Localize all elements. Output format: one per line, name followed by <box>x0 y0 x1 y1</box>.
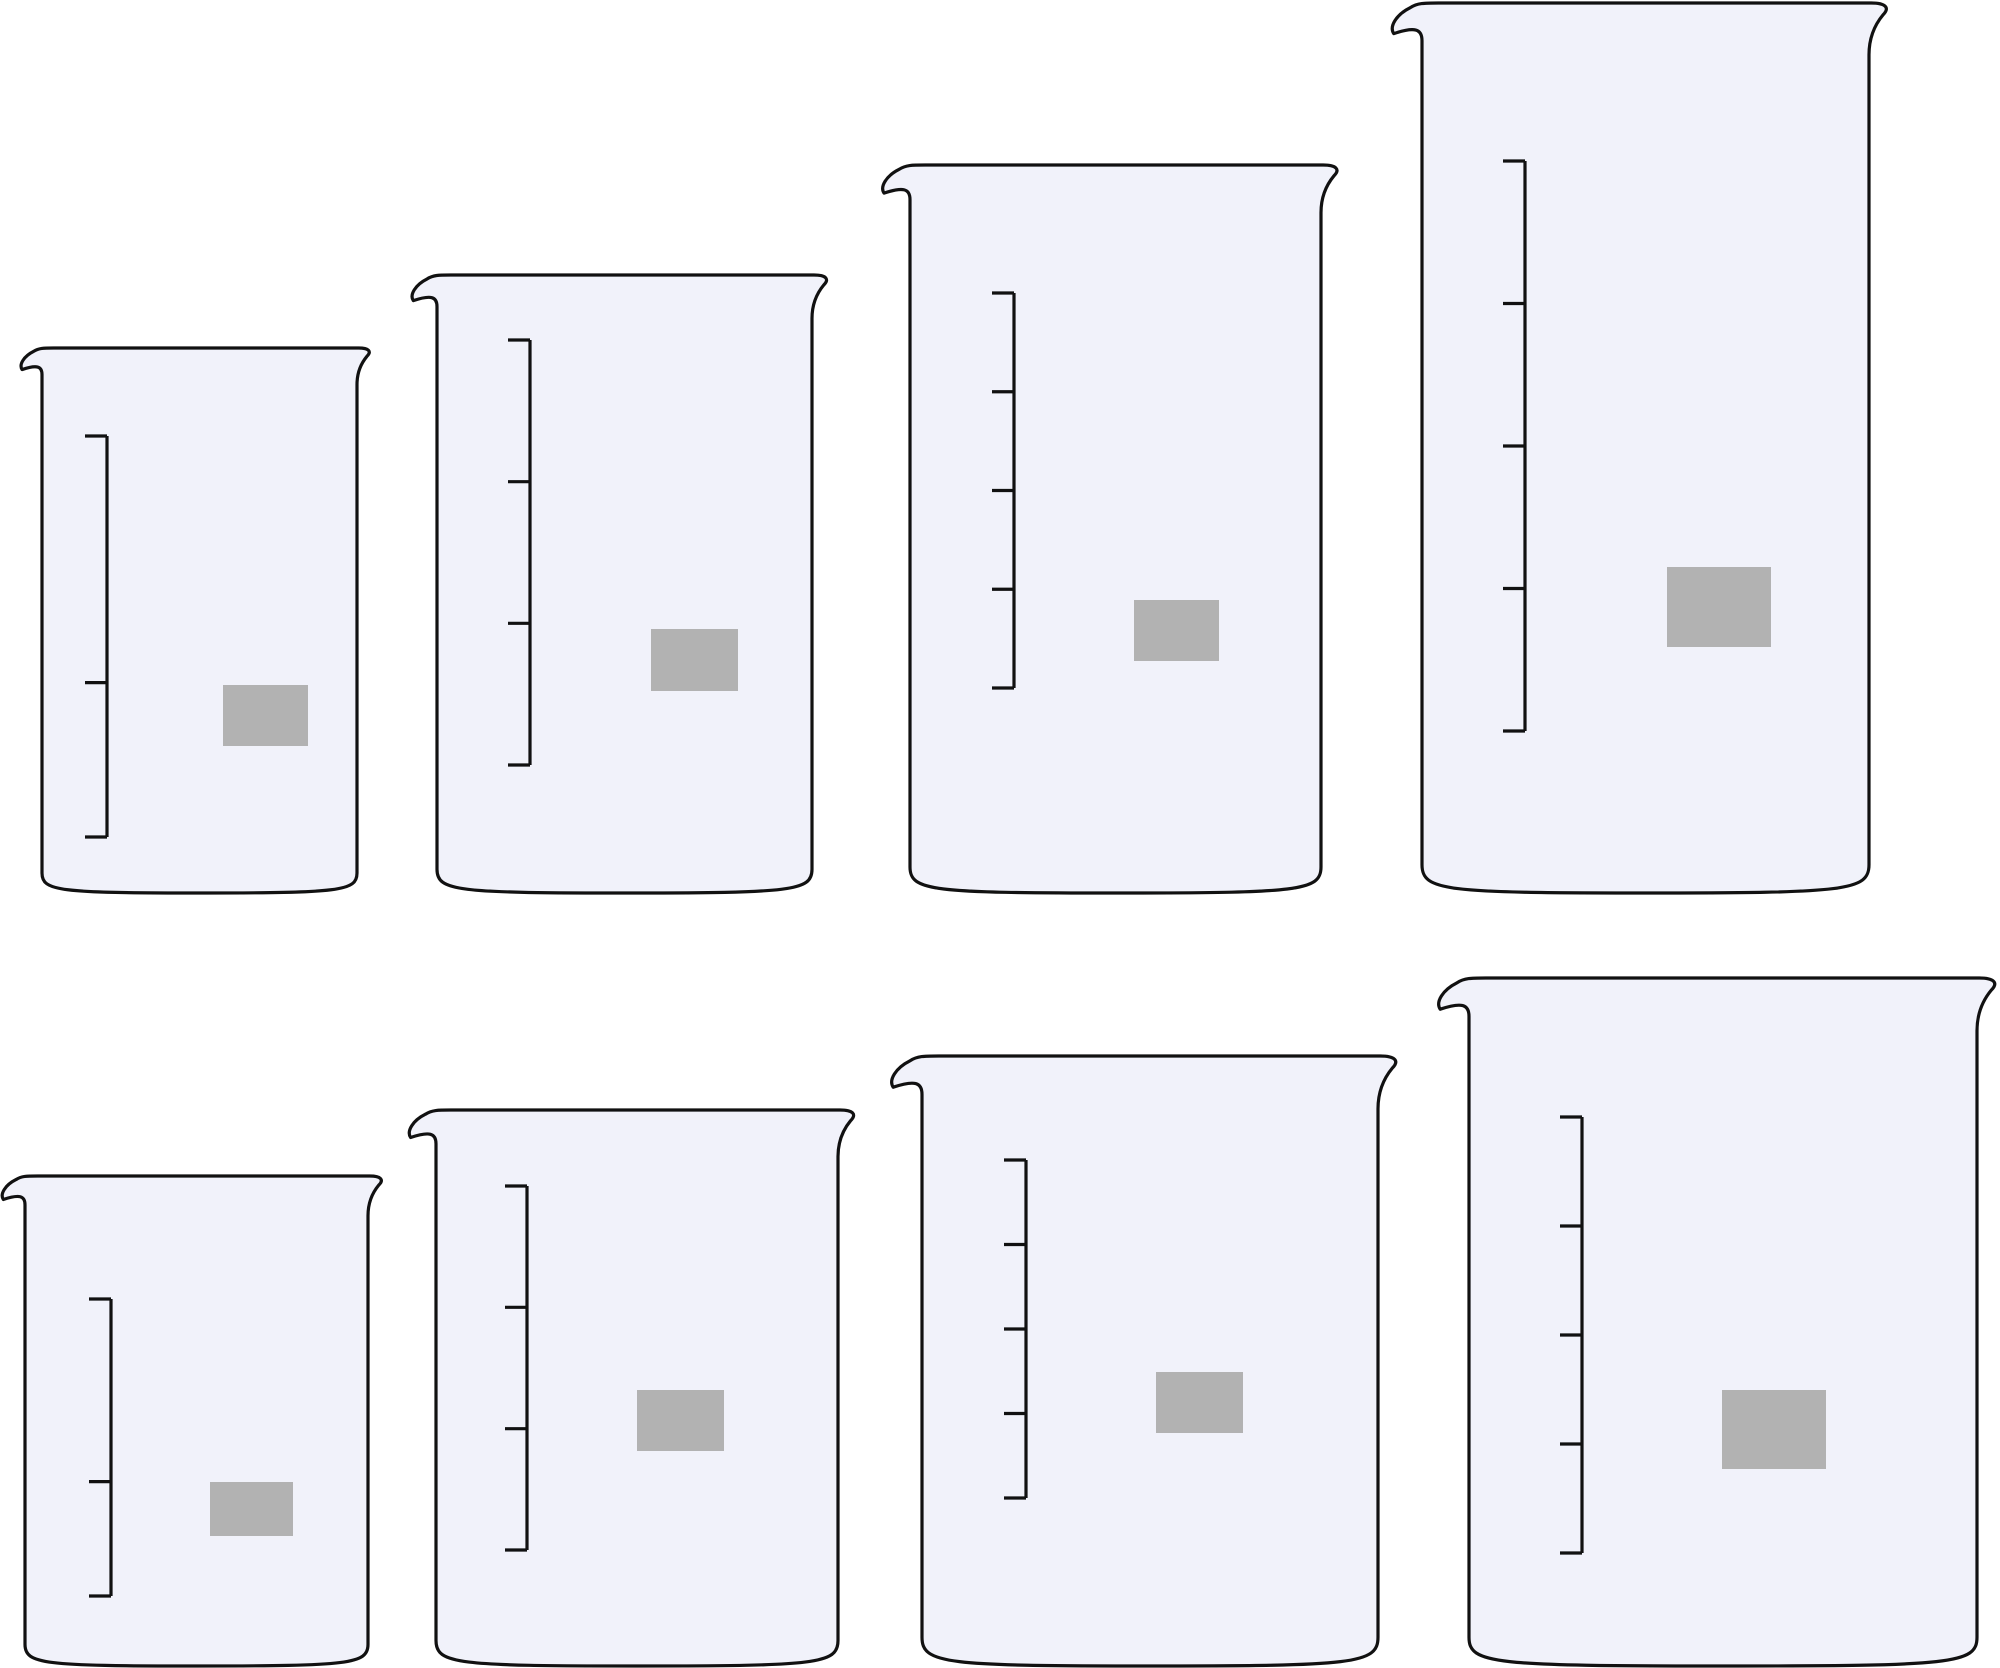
beaker-top-4 <box>1390 1 1888 895</box>
beaker-glass <box>1390 1 1888 895</box>
beaker-glass <box>1437 976 1997 1668</box>
graduation-scale <box>1503 159 1527 733</box>
label-box <box>651 629 738 691</box>
beaker-top-1 <box>19 346 371 895</box>
beaker-top-3 <box>881 163 1339 895</box>
graduation-scale <box>1004 1158 1028 1500</box>
graduation-scale <box>1560 1115 1584 1555</box>
beaker-bottom-1 <box>0 1174 383 1668</box>
bottom-row <box>0 976 1997 1668</box>
beaker-glass <box>881 163 1339 895</box>
graduation-scale <box>992 291 1016 690</box>
label-box <box>1134 600 1219 661</box>
beaker-glass <box>890 1054 1398 1668</box>
graduation-scale <box>85 434 109 839</box>
beaker-bottom-4 <box>1437 976 1997 1668</box>
label-box <box>1722 1390 1826 1469</box>
label-box <box>210 1482 293 1536</box>
label-box <box>223 685 308 746</box>
graduation-scale <box>508 338 532 767</box>
graduation-scale <box>89 1297 113 1598</box>
graduation-scale <box>505 1184 529 1552</box>
beaker-bottom-2 <box>407 1108 856 1668</box>
label-box <box>637 1390 724 1451</box>
label-box <box>1667 567 1771 647</box>
beaker-glass <box>407 1108 856 1668</box>
beaker-top-2 <box>410 273 829 895</box>
beaker-glass <box>0 1174 383 1668</box>
beaker-glass <box>410 273 829 895</box>
beaker-glass <box>19 346 371 895</box>
beaker-bottom-3 <box>890 1054 1398 1668</box>
top-row <box>19 1 1888 895</box>
label-box <box>1156 1372 1243 1433</box>
